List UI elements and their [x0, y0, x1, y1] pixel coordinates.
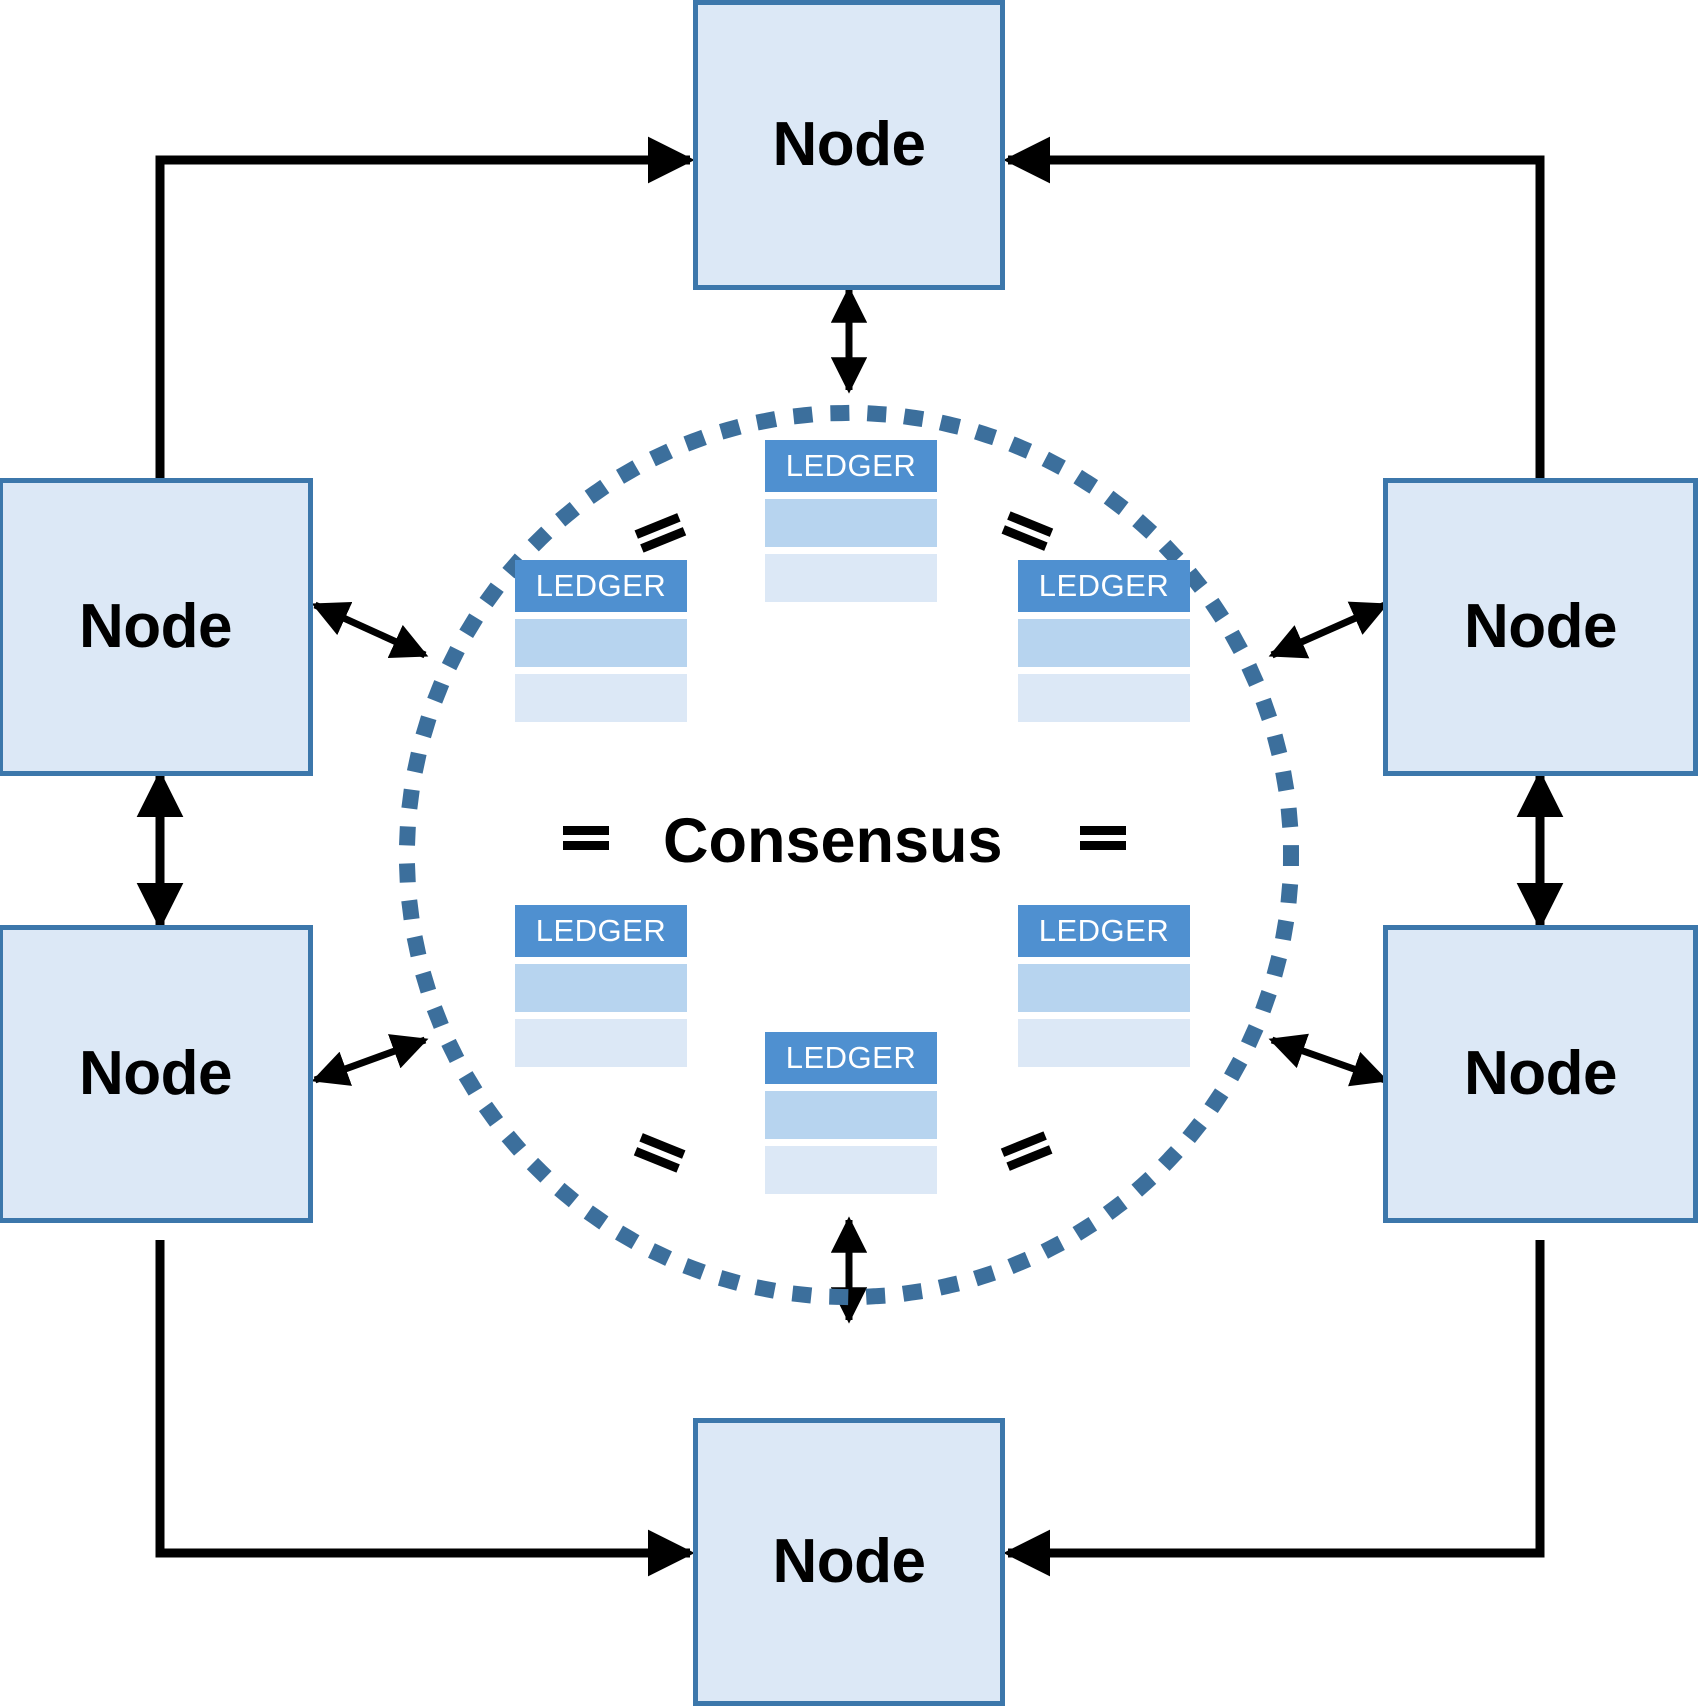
- ledger-top: LEDGER: [765, 440, 937, 602]
- wire-rightupper-to-top: [1003, 136, 1545, 480]
- ledger-upper-right: LEDGER: [1018, 560, 1190, 722]
- node-left-lower[interactable]: Node: [0, 925, 313, 1223]
- equals-mark-upper-right: [992, 497, 1062, 567]
- ledger-row: [1018, 619, 1190, 667]
- node-top[interactable]: Node: [693, 0, 1005, 290]
- wire-rightupper-to-circle: [1268, 601, 1389, 659]
- wire-leftupper-to-top: [155, 136, 695, 480]
- wire-leftlower-to-bottom: [155, 1240, 695, 1577]
- ledger-row: [515, 619, 687, 667]
- node-label: Node: [1464, 592, 1618, 661]
- node-right-lower[interactable]: Node: [1383, 925, 1698, 1223]
- node-label: Node: [79, 1039, 233, 1108]
- ledger-upper-left: LEDGER: [515, 560, 687, 722]
- equals-mark-lower-right: [992, 1117, 1062, 1187]
- equals-mark-upper-left: [625, 497, 695, 567]
- equals-mark-mid-left: [559, 810, 613, 864]
- wire-leftlower-to-circle: [311, 1034, 429, 1086]
- consensus-label: Consensus: [663, 806, 1003, 876]
- equals-mark-mid-right: [1076, 810, 1130, 864]
- ledger-row: [515, 674, 687, 722]
- wire-leftupper-to-circle: [311, 601, 429, 659]
- node-label: Node: [1464, 1039, 1618, 1108]
- ledger-header: LEDGER: [1018, 905, 1190, 957]
- node-right-upper[interactable]: Node: [1383, 478, 1698, 776]
- ledger-header: LEDGER: [515, 560, 687, 612]
- ledger-row: [765, 1091, 937, 1139]
- ledger-header: LEDGER: [765, 440, 937, 492]
- ledger-header: LEDGER: [515, 905, 687, 957]
- wire-rightlower-to-circle: [1268, 1033, 1389, 1087]
- ledger-bottom: LEDGER: [765, 1032, 937, 1194]
- ledger-row: [765, 1146, 937, 1194]
- node-label: Node: [772, 110, 927, 179]
- node-bottom[interactable]: Node: [693, 1418, 1005, 1706]
- ledger-lower-right: LEDGER: [1018, 905, 1190, 1067]
- ledger-row: [515, 1019, 687, 1067]
- ledger-lower-left: LEDGER: [515, 905, 687, 1067]
- ledger-row: [515, 964, 687, 1012]
- equals-mark-lower-left: [625, 1117, 695, 1187]
- node-label: Node: [79, 592, 233, 661]
- ledger-row: [1018, 964, 1190, 1012]
- ledger-row: [765, 554, 937, 602]
- node-left-upper[interactable]: Node: [0, 478, 313, 776]
- ledger-row: [1018, 674, 1190, 722]
- wire-rightlower-to-bottom: [1003, 1240, 1545, 1577]
- node-label: Node: [772, 1527, 927, 1596]
- ledger-row: [765, 499, 937, 547]
- ledger-header: LEDGER: [1018, 560, 1190, 612]
- ledger-row: [1018, 1019, 1190, 1067]
- ledger-header: LEDGER: [765, 1032, 937, 1084]
